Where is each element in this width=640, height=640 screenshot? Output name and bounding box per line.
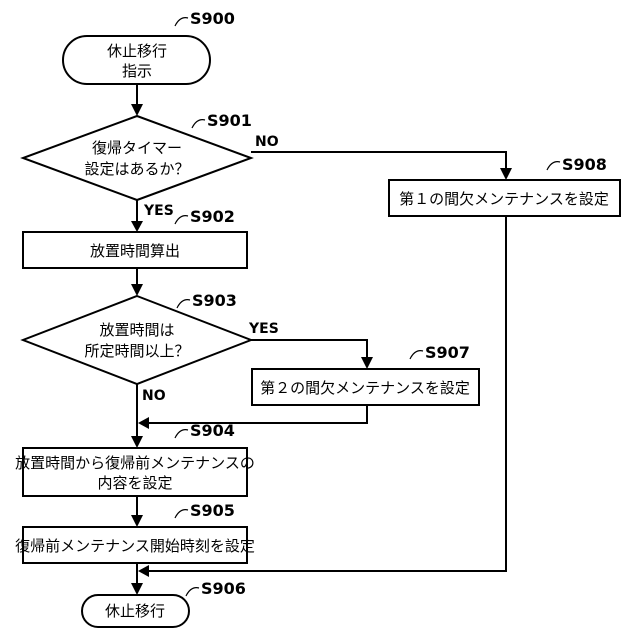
s904-step-label: S904	[190, 421, 235, 440]
arrowhead	[138, 565, 149, 577]
s905-leader	[175, 510, 188, 518]
s900-step-label: S900	[190, 9, 235, 28]
s907-step-label: S907	[425, 343, 470, 362]
s901-yes-label: YES	[143, 203, 174, 219]
s908-step-label: S908	[562, 155, 607, 174]
s904-text-line-2: 内容を設定	[97, 474, 172, 492]
step-s903: 放置時間は 所定時間以上？ S903 YES NO	[23, 291, 279, 404]
s908-text: 第１の間欠メンテナンスを設定	[399, 190, 609, 208]
arrowhead	[131, 583, 143, 595]
s901-step-label: S901	[207, 111, 252, 130]
s901-leader	[192, 120, 205, 128]
step-s902: 放置時間算出 S902	[23, 207, 247, 268]
s903-leader	[177, 300, 190, 308]
connector-s903-s907	[251, 340, 367, 357]
arrowhead	[138, 417, 149, 429]
s904-text-line-1: 放置時間から復帰前メンテナンスの	[15, 454, 255, 472]
s905-text: 復帰前メンテナンス開始時刻を設定	[15, 537, 255, 555]
s906-text: 休止移行	[105, 602, 165, 620]
s906-step-label: S906	[201, 579, 246, 598]
arrowhead	[131, 104, 143, 116]
step-s907: 第２の間欠メンテナンスを設定 S907	[252, 343, 479, 405]
arrowhead	[361, 357, 373, 369]
s901-text-line-2: 設定はあるか？	[84, 160, 189, 178]
s903-step-label: S903	[192, 291, 237, 310]
s901-no-label: NO	[255, 134, 279, 150]
s903-yes-label: YES	[248, 321, 279, 337]
s900-text-line-2: 指示	[122, 62, 152, 80]
s903-no-label: NO	[142, 388, 166, 404]
step-s908: 第１の間欠メンテナンスを設定 S908	[389, 155, 620, 216]
s903-text-line-2: 所定時間以上？	[84, 342, 189, 360]
step-s905: 復帰前メンテナンス開始時刻を設定 S905	[15, 501, 255, 563]
s907-text: 第２の間欠メンテナンスを設定	[260, 379, 470, 397]
s907-leader	[410, 351, 423, 359]
arrowhead	[500, 168, 512, 180]
s904-leader	[175, 430, 188, 438]
step-s901: 復帰タイマー 設定はあるか？ S901 NO YES	[23, 111, 279, 219]
arrowhead	[131, 515, 143, 527]
s902-step-label: S902	[190, 207, 235, 226]
s908-leader	[547, 162, 560, 170]
arrowhead	[131, 221, 143, 232]
s903-text-line-1: 放置時間は	[99, 321, 174, 339]
s900-text-line-1: 休止移行	[107, 42, 167, 60]
arrowhead	[131, 436, 143, 448]
connector-s901-s908	[251, 152, 506, 168]
step-s906: 休止移行 S906	[82, 579, 246, 627]
s902-text: 放置時間算出	[90, 242, 180, 260]
step-s904: 放置時間から復帰前メンテナンスの 内容を設定 S904	[15, 421, 255, 496]
step-s900: 休止移行 指示 S900	[63, 9, 235, 84]
s906-leader	[186, 588, 199, 596]
s901-text-line-1: 復帰タイマー	[92, 139, 182, 157]
s902-leader	[175, 216, 188, 224]
connector-s907-merge	[149, 405, 367, 423]
s900-leader	[175, 18, 188, 26]
arrowhead	[131, 284, 143, 296]
s905-step-label: S905	[190, 501, 235, 520]
